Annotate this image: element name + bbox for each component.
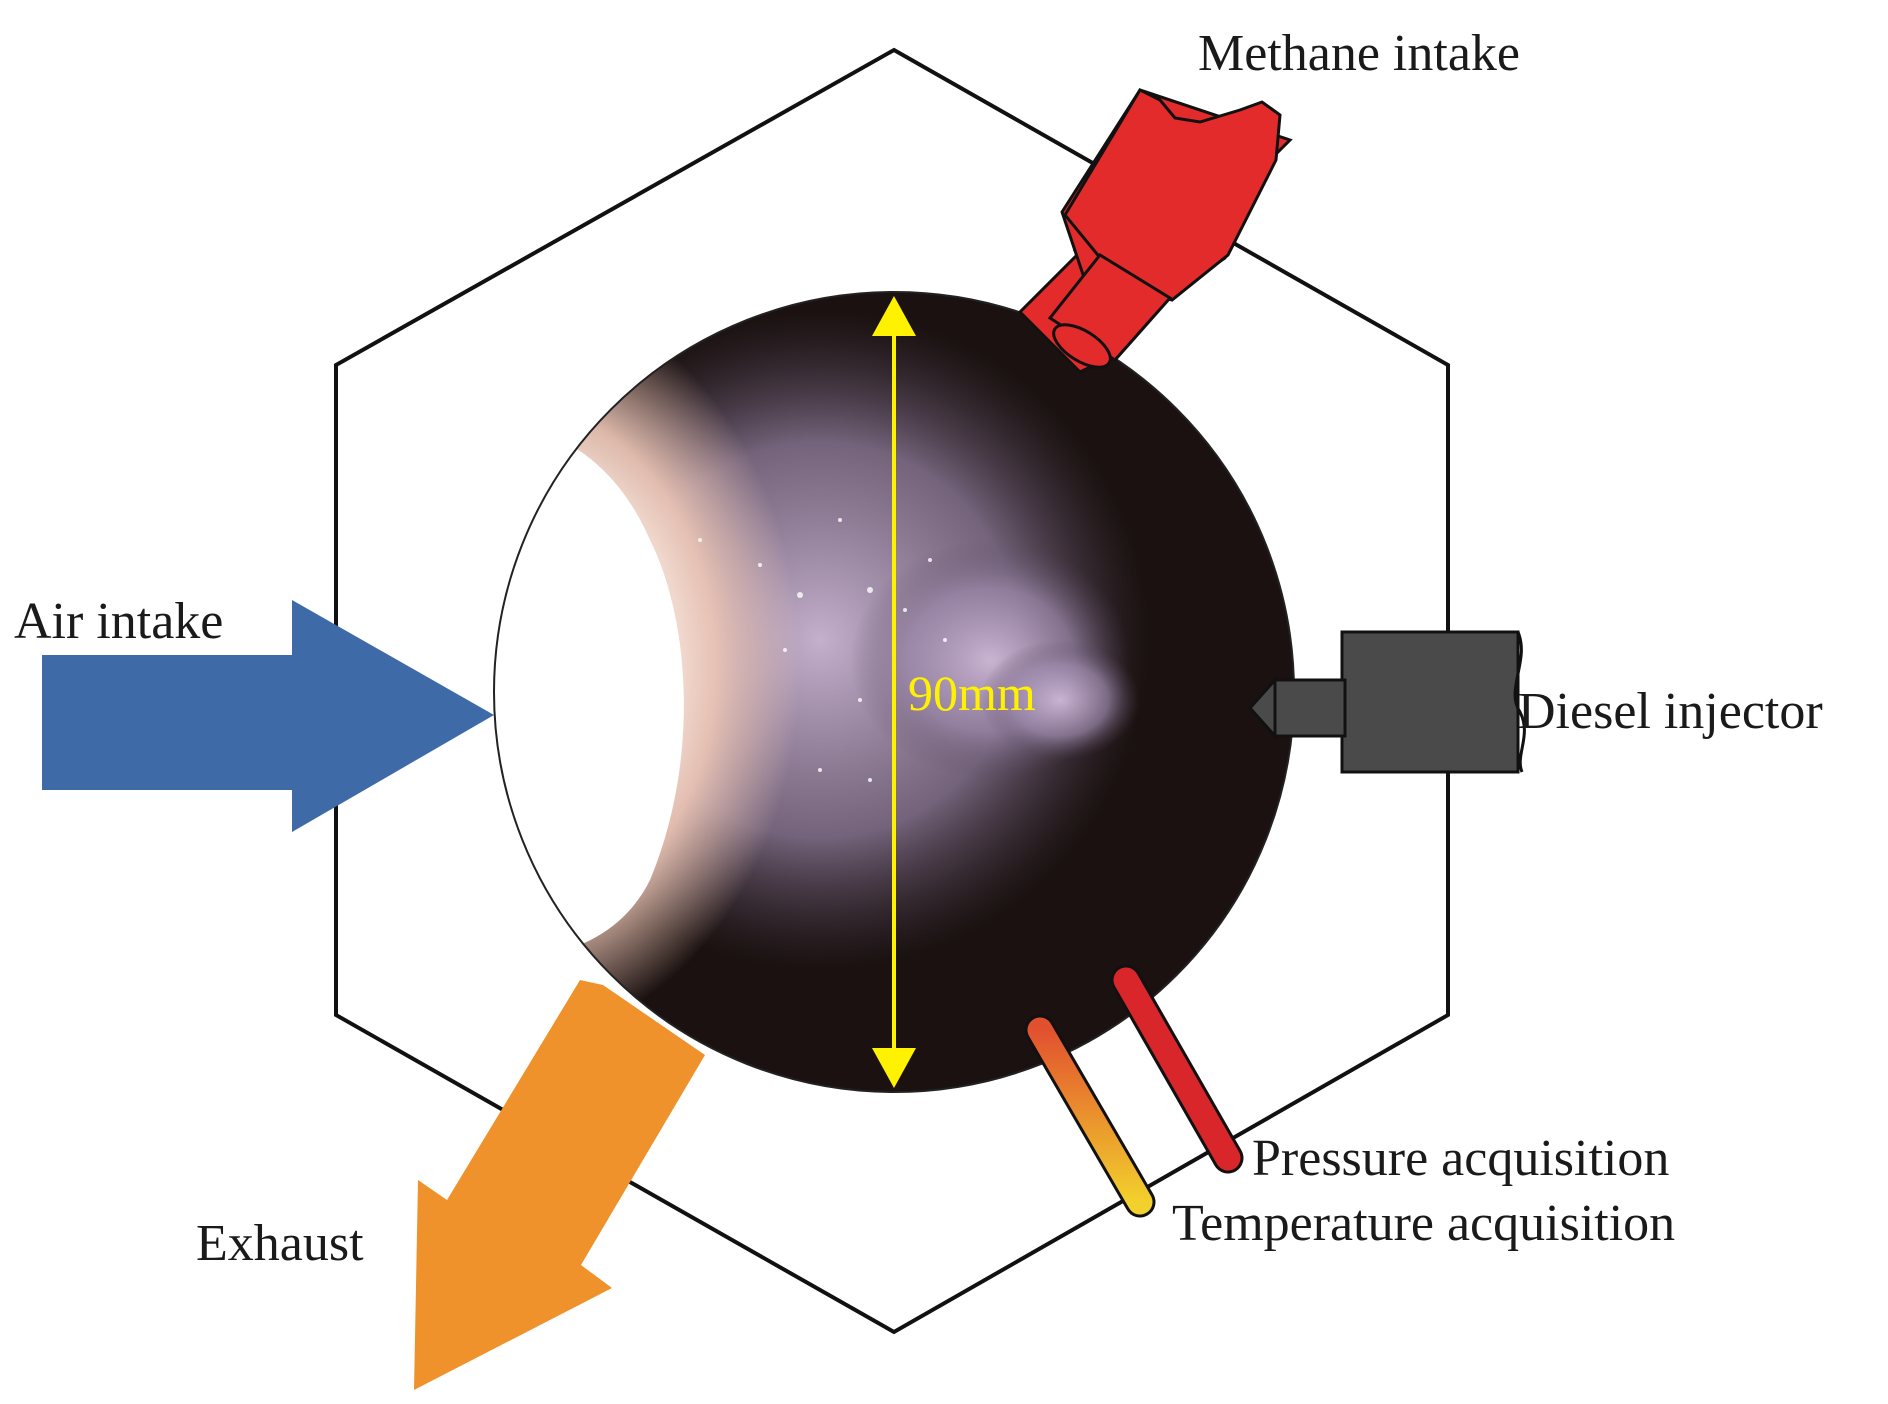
diameter-dimension <box>872 296 916 1088</box>
temperature-acquisition-label: Temperature acquisition <box>1172 1195 1675 1252</box>
exhaust-arrow <box>414 980 705 1390</box>
exhaust-label: Exhaust <box>196 1215 364 1272</box>
pressure-probe <box>1110 964 1244 1174</box>
diameter-label: 90mm <box>908 665 1036 721</box>
air-intake-arrow <box>42 600 494 832</box>
diesel-injector <box>1247 630 1526 774</box>
temperature-probe <box>1024 1014 1156 1218</box>
diesel-injector-label: Diesel injector <box>1518 683 1823 740</box>
pressure-acquisition-label: Pressure acquisition <box>1252 1130 1669 1187</box>
methane-intake-label: Methane intake <box>1198 25 1520 82</box>
methane-intake-fitting <box>1017 88 1293 374</box>
hexagon-outline <box>334 47 1450 1335</box>
air-intake-label: Air intake <box>14 593 223 650</box>
chamber-window <box>493 291 1295 1093</box>
